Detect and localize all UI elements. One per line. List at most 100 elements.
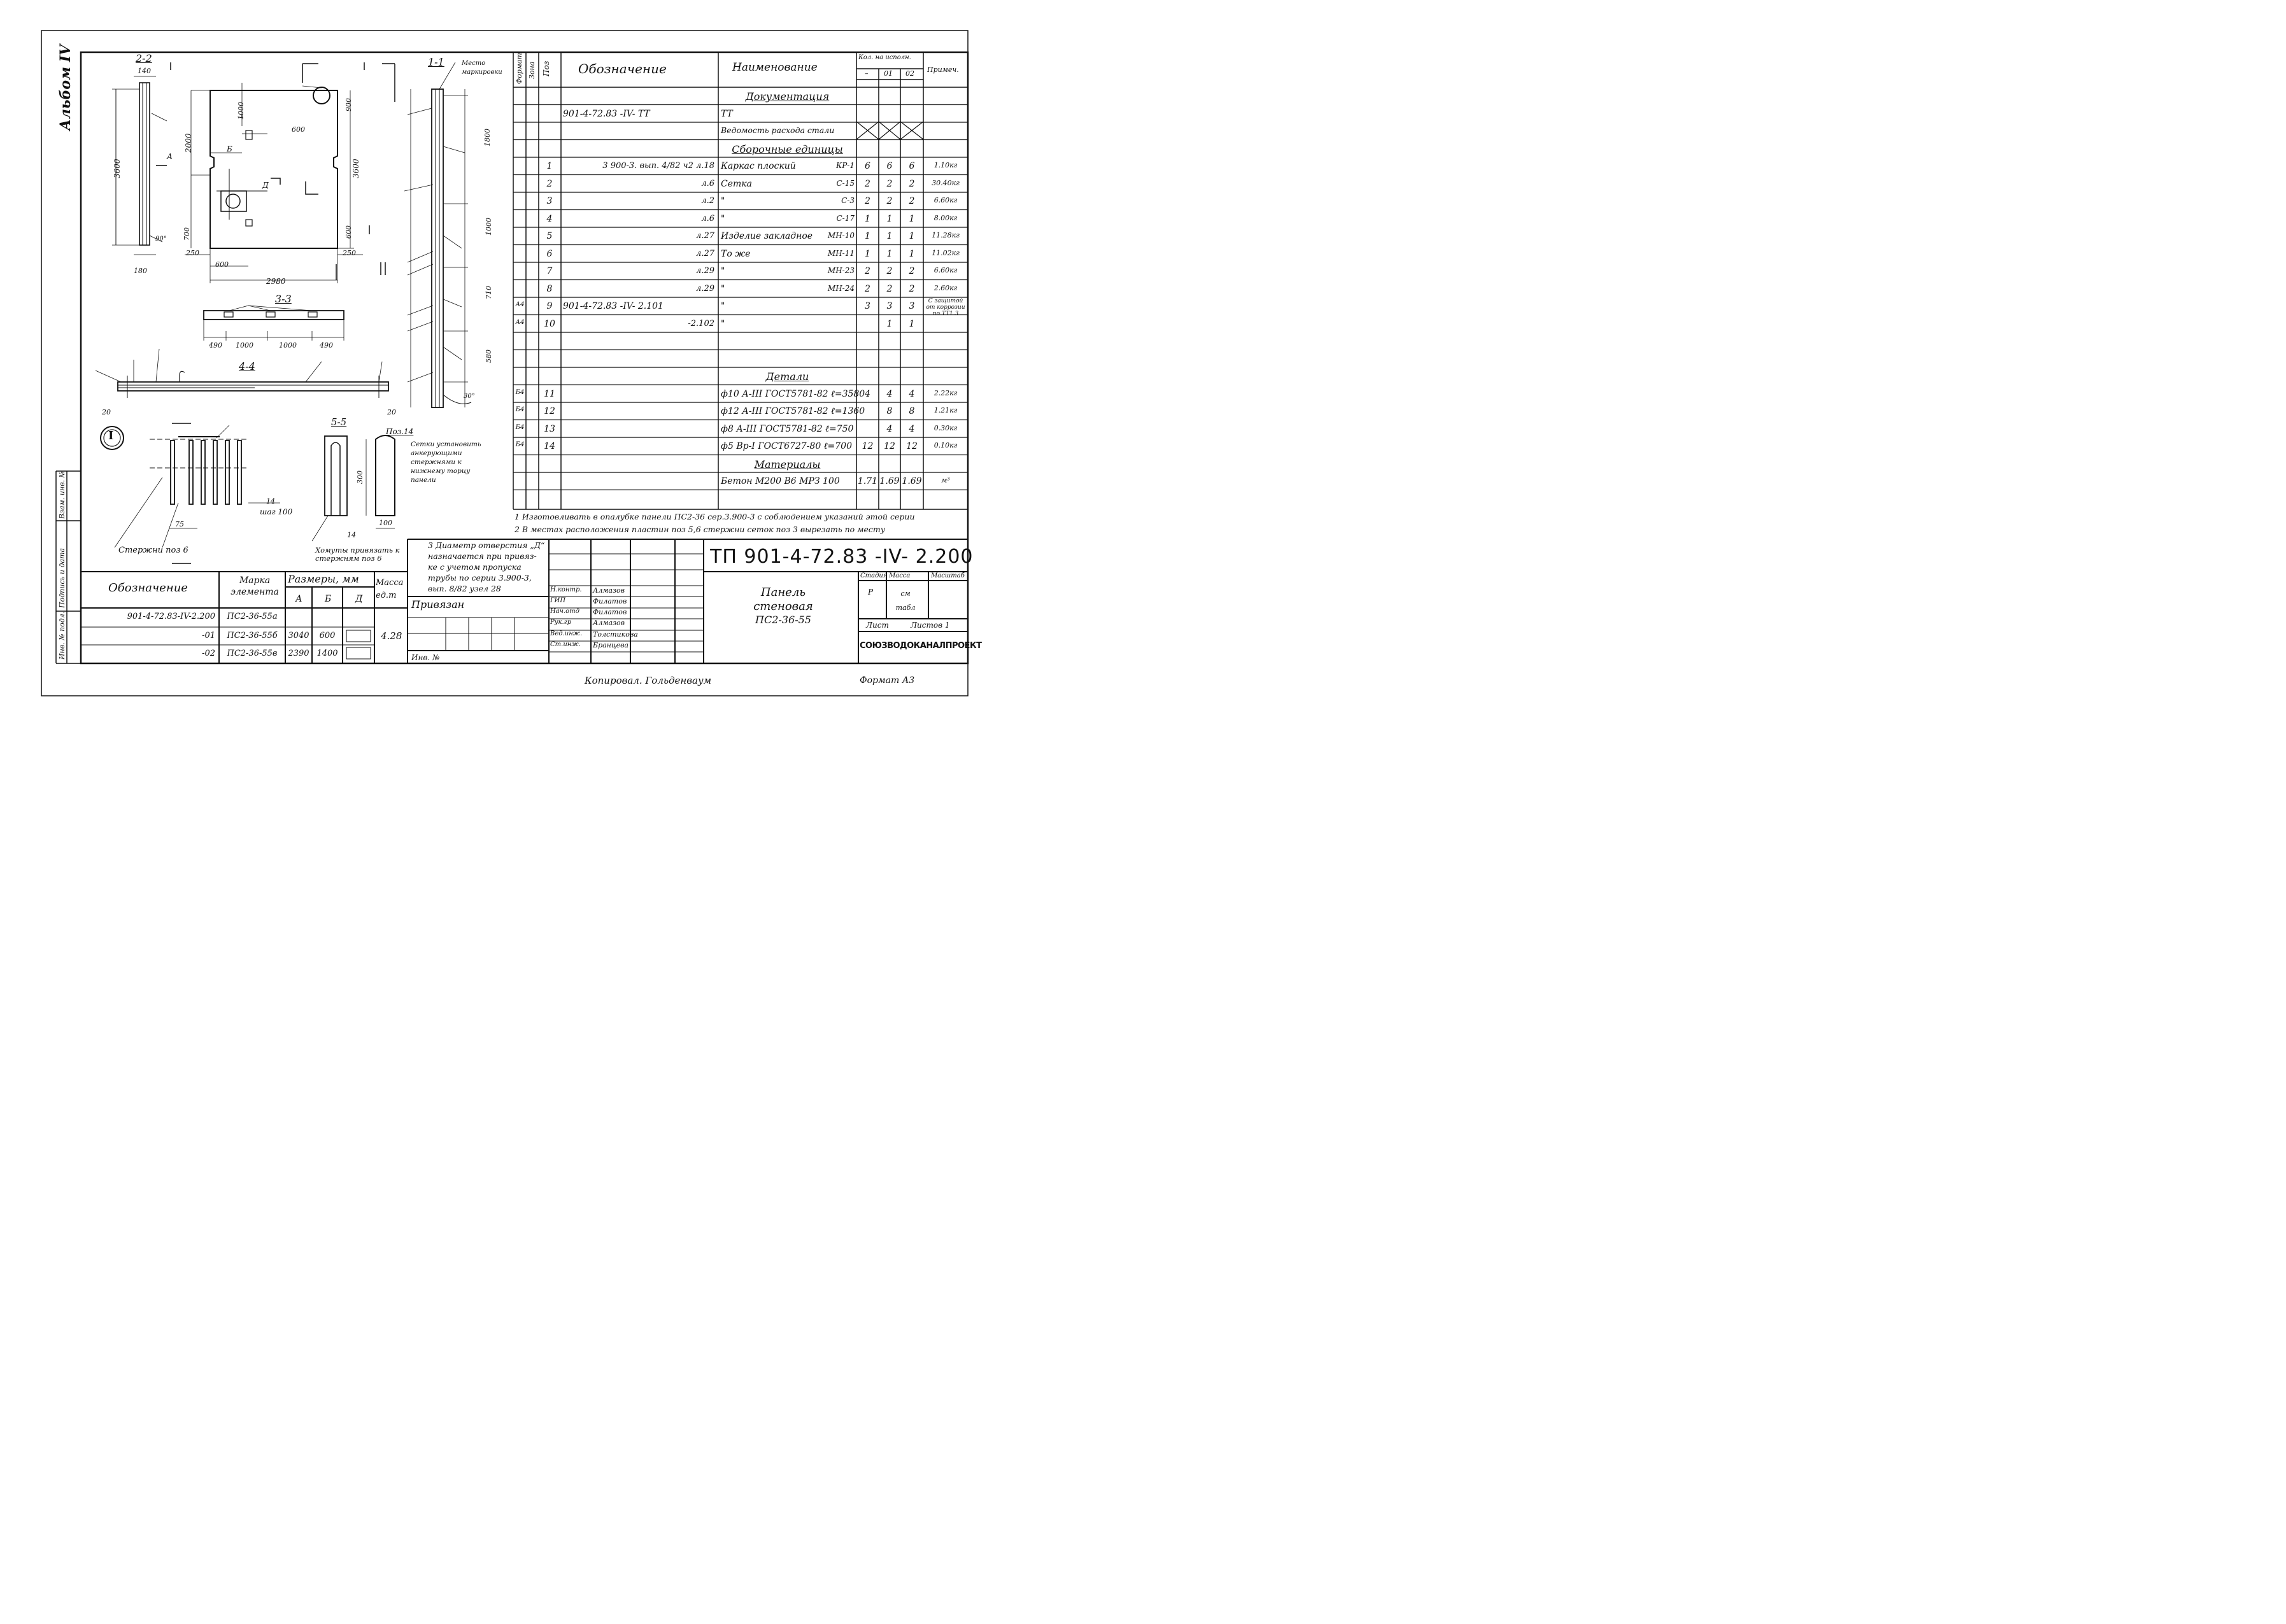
spec-name: "	[721, 213, 725, 224]
spec-q1: 2	[865, 283, 870, 294]
spec-des: 3 900-3. вып. 4/82 ч2 л.18	[602, 161, 714, 171]
marks-header-designation: Обозначение	[108, 581, 188, 595]
spec-des: 901-4-72.83 -IV- 2.101	[563, 301, 664, 311]
spec-des: л.27	[696, 231, 714, 241]
spec-sub: МН-24	[827, 283, 855, 293]
stamp-mass-label: Масса	[889, 572, 911, 579]
spec-note: 30.40кг	[932, 178, 960, 187]
panel-front-view	[156, 62, 381, 283]
spec-name: Документация	[745, 90, 830, 102]
stamp-sheets-label: Листов 1	[911, 621, 950, 630]
dim-2980: 2980	[266, 277, 286, 286]
dim-14-a: 14	[266, 497, 275, 505]
spec-sub: С-15	[836, 178, 855, 188]
format-label: Формат А3	[860, 675, 915, 686]
stamp-mass-value: см табл	[895, 590, 916, 612]
section-4-4-label: 4-4	[239, 360, 255, 372]
section-1-1-label: 1-1	[428, 56, 444, 68]
spec-name: "	[721, 318, 725, 329]
stamp-small-grid	[408, 553, 704, 653]
marks-a: 3040	[288, 631, 309, 640]
spec-sub: МН-23	[827, 266, 855, 275]
album-label: Альбом IV	[57, 44, 74, 131]
spec-q1: 2	[865, 178, 870, 189]
spec-q1: 6	[865, 161, 870, 171]
spec-note: С защитой от коррозии по ТТ1.3	[926, 298, 965, 317]
spec-q2: 8	[886, 406, 893, 416]
spec-pos: 11	[544, 388, 555, 399]
marks-mark: ПС2-36-55б	[227, 631, 278, 640]
stamp-grid	[408, 539, 968, 663]
spec-q2: 2	[886, 283, 893, 294]
spec-des: л.29	[696, 266, 714, 276]
spec-sub: КР-1	[835, 161, 855, 170]
stamp-staff-role: Вед.инж.	[550, 630, 583, 637]
spec-q2: 2	[886, 178, 893, 189]
spec-note: 11.28кг	[932, 231, 960, 239]
dim-20-right: 20	[387, 408, 396, 416]
spec-header-note: Примеч.	[927, 66, 959, 74]
spec-name: "	[721, 301, 725, 311]
marks-header-d: Д	[355, 594, 363, 604]
spec-note: 2.22кг	[934, 388, 958, 397]
stamp-inv: Инв. №	[411, 653, 440, 662]
dim-600-h: 600	[292, 125, 305, 134]
spec-des: л.27	[696, 248, 714, 258]
stamp-staff-role: Н.контр.	[550, 586, 582, 593]
dim-1000-top: 1000	[237, 102, 245, 120]
marks-a: 2390	[288, 649, 309, 658]
stamp-sheet-label: Лист	[866, 621, 889, 630]
section-mark-circle	[100, 426, 124, 450]
spec-q3: 1.69	[902, 476, 922, 486]
spec-q3: 1	[909, 318, 915, 329]
spec-q3: 8	[909, 406, 915, 416]
spec-q2: 4	[886, 423, 893, 434]
crossed-cells	[856, 121, 924, 140]
spec-q1: 12	[862, 441, 874, 451]
spec-q3: 3	[909, 301, 915, 311]
spec-row-lines	[513, 104, 968, 491]
spec-note: 6.60кг	[934, 196, 958, 204]
side-sign-date-label: Подпись и дата	[58, 547, 66, 608]
spec-q2: 3	[886, 301, 893, 311]
stamp-staff-name: Филатов	[593, 597, 627, 605]
stamp-staff-name: Толстикова	[593, 630, 638, 639]
dim-90deg: 90°	[155, 236, 167, 243]
marks-header-a: А	[295, 594, 302, 604]
dim-30deg: 30°	[464, 393, 475, 400]
note-2: 2 В местах расположения пластин поз 5,6 …	[515, 525, 886, 534]
dim-250-left: 250	[186, 249, 199, 257]
stamp-staff-name: Бранцева	[593, 641, 629, 649]
dim-A: А	[167, 152, 173, 161]
doc-code: ТП 901-4-72.83 -IV- 2.200	[710, 546, 974, 568]
spec-q3: 2	[909, 283, 915, 294]
spec-sub: С-3	[841, 196, 855, 205]
stamp-title-1: Панель	[760, 586, 806, 599]
stamp-staff-role: Рук.гр	[550, 619, 572, 626]
stamp-staff-role: Ст.инж.	[550, 641, 581, 648]
marks-des: -02	[202, 649, 215, 658]
note-3: 3 Диаметр отверстия „Д“ назначается при …	[428, 540, 545, 593]
spec-name: Сетка	[721, 178, 752, 189]
spec-pos: 6	[546, 248, 553, 259]
spec-header-name: Наименование	[732, 61, 818, 74]
spec-note: 11.02кг	[932, 248, 960, 257]
spec-note: 2.60кг	[934, 283, 958, 292]
dim-710: 710	[485, 286, 493, 299]
spec-name: То же	[721, 248, 751, 259]
stamp-privyazan: Привязан	[411, 598, 465, 611]
dim-300: 300	[356, 470, 364, 484]
marks-des: 901-4-72.83-IV-2.200	[127, 612, 215, 621]
marks-mass-value: 4.28	[381, 630, 402, 642]
dim-20-left: 20	[102, 408, 111, 416]
spec-q2: 2	[886, 266, 893, 276]
spec-q1: 1	[865, 231, 870, 241]
spec-q1: 1.71	[857, 476, 878, 486]
spec-name: Детали	[765, 371, 809, 383]
rods-note: Стержни поз 6	[118, 546, 188, 555]
spec-name: Изделие закладное	[721, 231, 813, 241]
spec-note: 8.00кг	[934, 213, 958, 222]
spec-header-qty: Кол. на исполн.	[858, 54, 911, 61]
spec-q1: 2	[865, 196, 870, 206]
side-strip	[55, 470, 81, 664]
